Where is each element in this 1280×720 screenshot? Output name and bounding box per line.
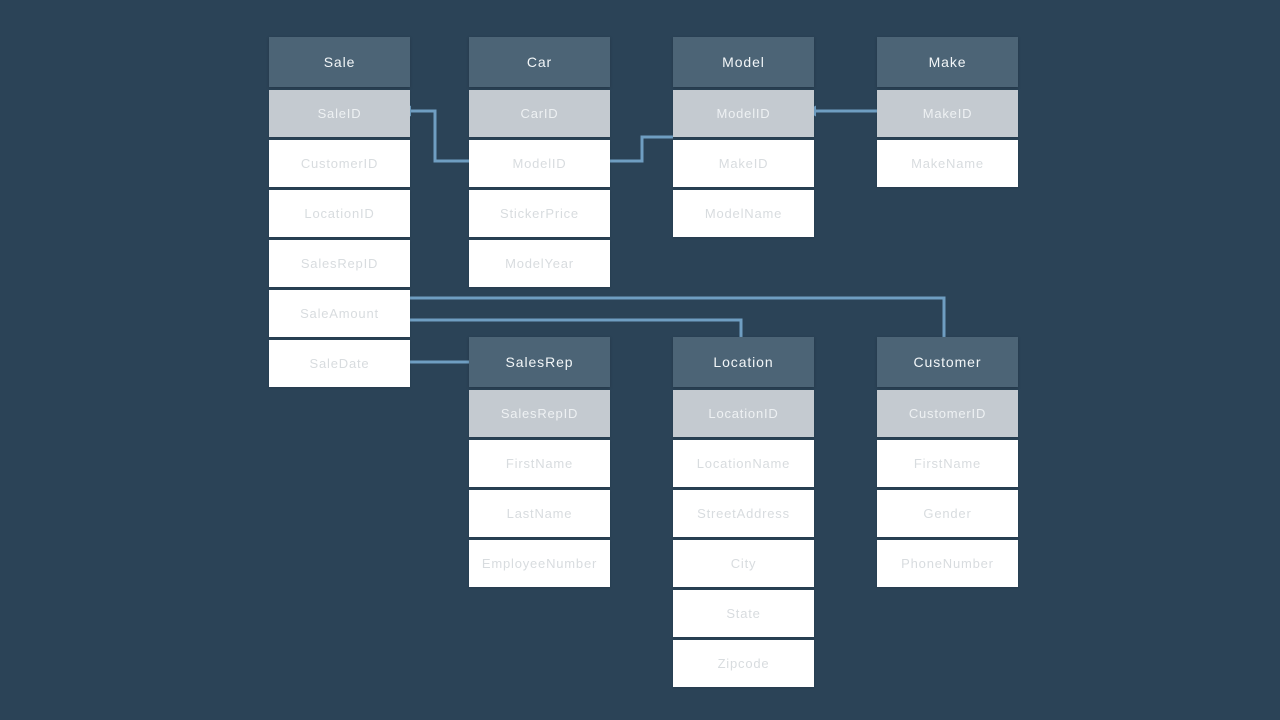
table-customer-field-gender: Gender <box>877 490 1018 537</box>
connector-line-car-model <box>610 135 673 163</box>
table-salesrep-field-salesrepid-primary-key: SalesRepID <box>469 390 610 437</box>
table-customer-field-phonenumber: PhoneNumber <box>877 540 1018 587</box>
table-make-header: Make <box>877 37 1018 87</box>
connector-sale-customer <box>410 296 946 340</box>
table-salesrep-header: SalesRep <box>469 337 610 387</box>
table-location-field-zipcode: Zipcode <box>673 640 814 687</box>
table-customer-field-customerid-primary-key: CustomerID <box>877 390 1018 437</box>
table-sale-field-saleamount: SaleAmount <box>269 290 410 337</box>
table-car-field-modelid: ModelID <box>469 140 610 187</box>
table-car-field-carid-primary-key: CarID <box>469 90 610 137</box>
table-location-field-locationid-primary-key: LocationID <box>673 390 814 437</box>
table-location-header: Location <box>673 337 814 387</box>
connector-sale-car <box>401 105 469 163</box>
table-model-field-modelname: ModelName <box>673 190 814 237</box>
table-make-field-makename: MakeName <box>877 140 1018 187</box>
table-sale-field-salesrepid: SalesRepID <box>269 240 410 287</box>
table-sale-header: Sale <box>269 37 410 87</box>
table-car-field-modelyear: ModelYear <box>469 240 610 287</box>
table-location-field-streetaddress: StreetAddress <box>673 490 814 537</box>
table-customer-field-firstname: FirstName <box>877 440 1018 487</box>
table-sale-field-locationid: LocationID <box>269 190 410 237</box>
table-make-field-makeid-primary-key: MakeID <box>877 90 1018 137</box>
table-car-field-stickerprice: StickerPrice <box>469 190 610 237</box>
connector-line-sale-car <box>410 109 469 163</box>
connector-car-model <box>610 135 673 163</box>
table-sale-field-saledate: SaleDate <box>269 340 410 387</box>
table-salesrep-field-lastname: LastName <box>469 490 610 537</box>
connector-model-make <box>806 105 877 117</box>
table-salesrep-field-employeenumber: EmployeeNumber <box>469 540 610 587</box>
connector-line-sale-customer <box>410 296 946 340</box>
table-location-field-city: City <box>673 540 814 587</box>
table-location-field-locationname: LocationName <box>673 440 814 487</box>
table-location-field-state: State <box>673 590 814 637</box>
table-sale-field-saleid-primary-key: SaleID <box>269 90 410 137</box>
table-sale-field-customerid: CustomerID <box>269 140 410 187</box>
table-model-field-makeid: MakeID <box>673 140 814 187</box>
table-customer-header: Customer <box>877 337 1018 387</box>
table-model-field-modelid-primary-key: ModelID <box>673 90 814 137</box>
table-model-header: Model <box>673 37 814 87</box>
table-car-header: Car <box>469 37 610 87</box>
table-salesrep-field-firstname: FirstName <box>469 440 610 487</box>
